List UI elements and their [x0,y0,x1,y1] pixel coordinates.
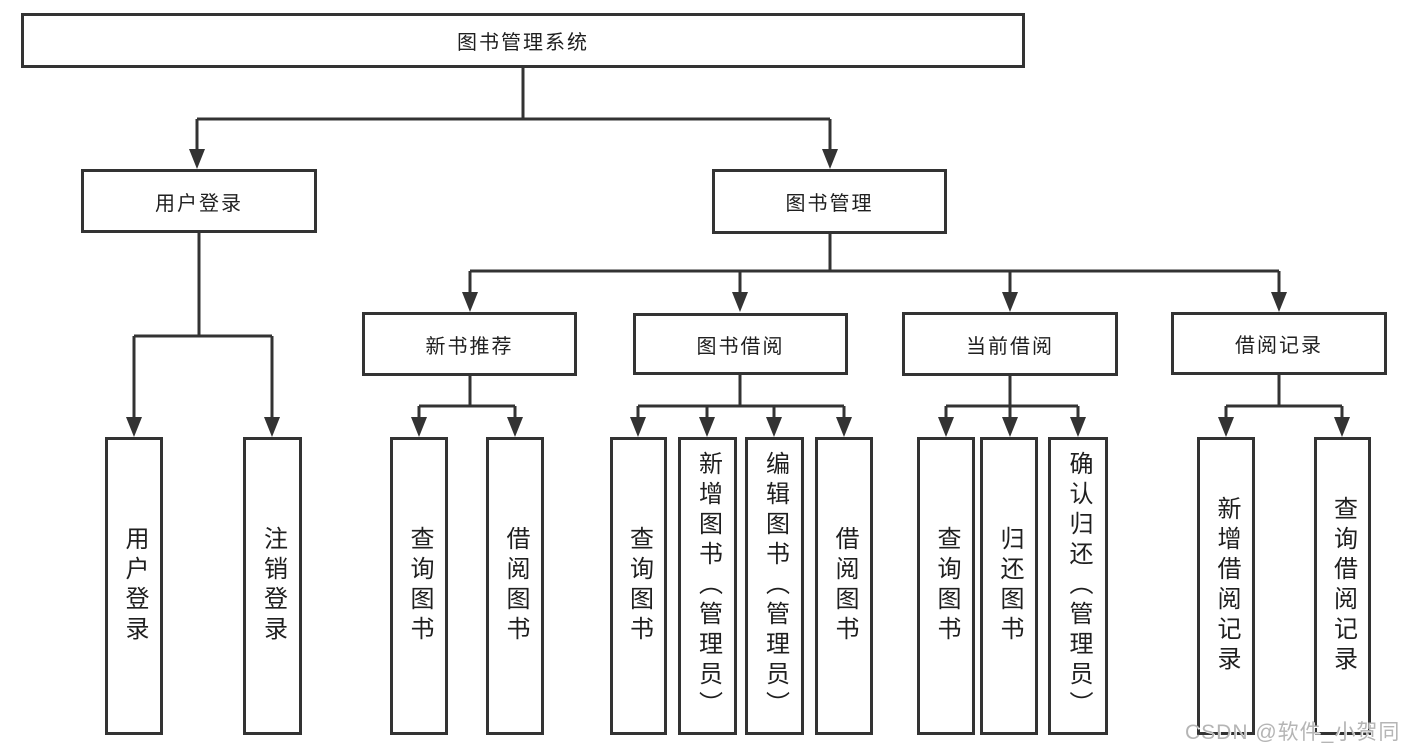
node-borrow-records: 借阅记录 [1171,312,1387,375]
leaf-return-books: 归还图书 [980,437,1038,735]
node-user-login: 用户登录 [81,169,317,233]
leaf-query-books-current: 查询图书 [917,437,975,735]
leaf-user-login: 用户登录 [105,437,163,735]
leaf-edit-books-admin: 编辑图书（管理员） [745,437,804,735]
leaf-confirm-return-admin: 确认归还（管理员） [1048,437,1108,735]
node-book-management: 图书管理 [712,169,947,234]
leaf-query-borrow-record: 查询借阅记录 [1314,437,1371,735]
leaf-query-books-recommend: 查询图书 [390,437,448,735]
leaf-query-books-borrow: 查询图书 [610,437,667,735]
node-book-borrow: 图书借阅 [633,313,848,375]
leaf-add-borrow-record: 新增借阅记录 [1197,437,1255,735]
node-system-root: 图书管理系统 [21,13,1025,68]
node-current-borrow: 当前借阅 [902,312,1118,376]
leaf-borrow-books: 借阅图书 [815,437,873,735]
node-new-book-recommend: 新书推荐 [362,312,577,376]
csdn-watermark: CSDN @软件_小贺同学 [1185,721,1401,744]
leaf-borrow-books-recommend: 借阅图书 [486,437,544,735]
arrowheads [126,149,1350,437]
leaf-add-books-admin: 新增图书（管理员） [678,437,737,735]
leaf-logout: 注销登录 [243,437,302,735]
